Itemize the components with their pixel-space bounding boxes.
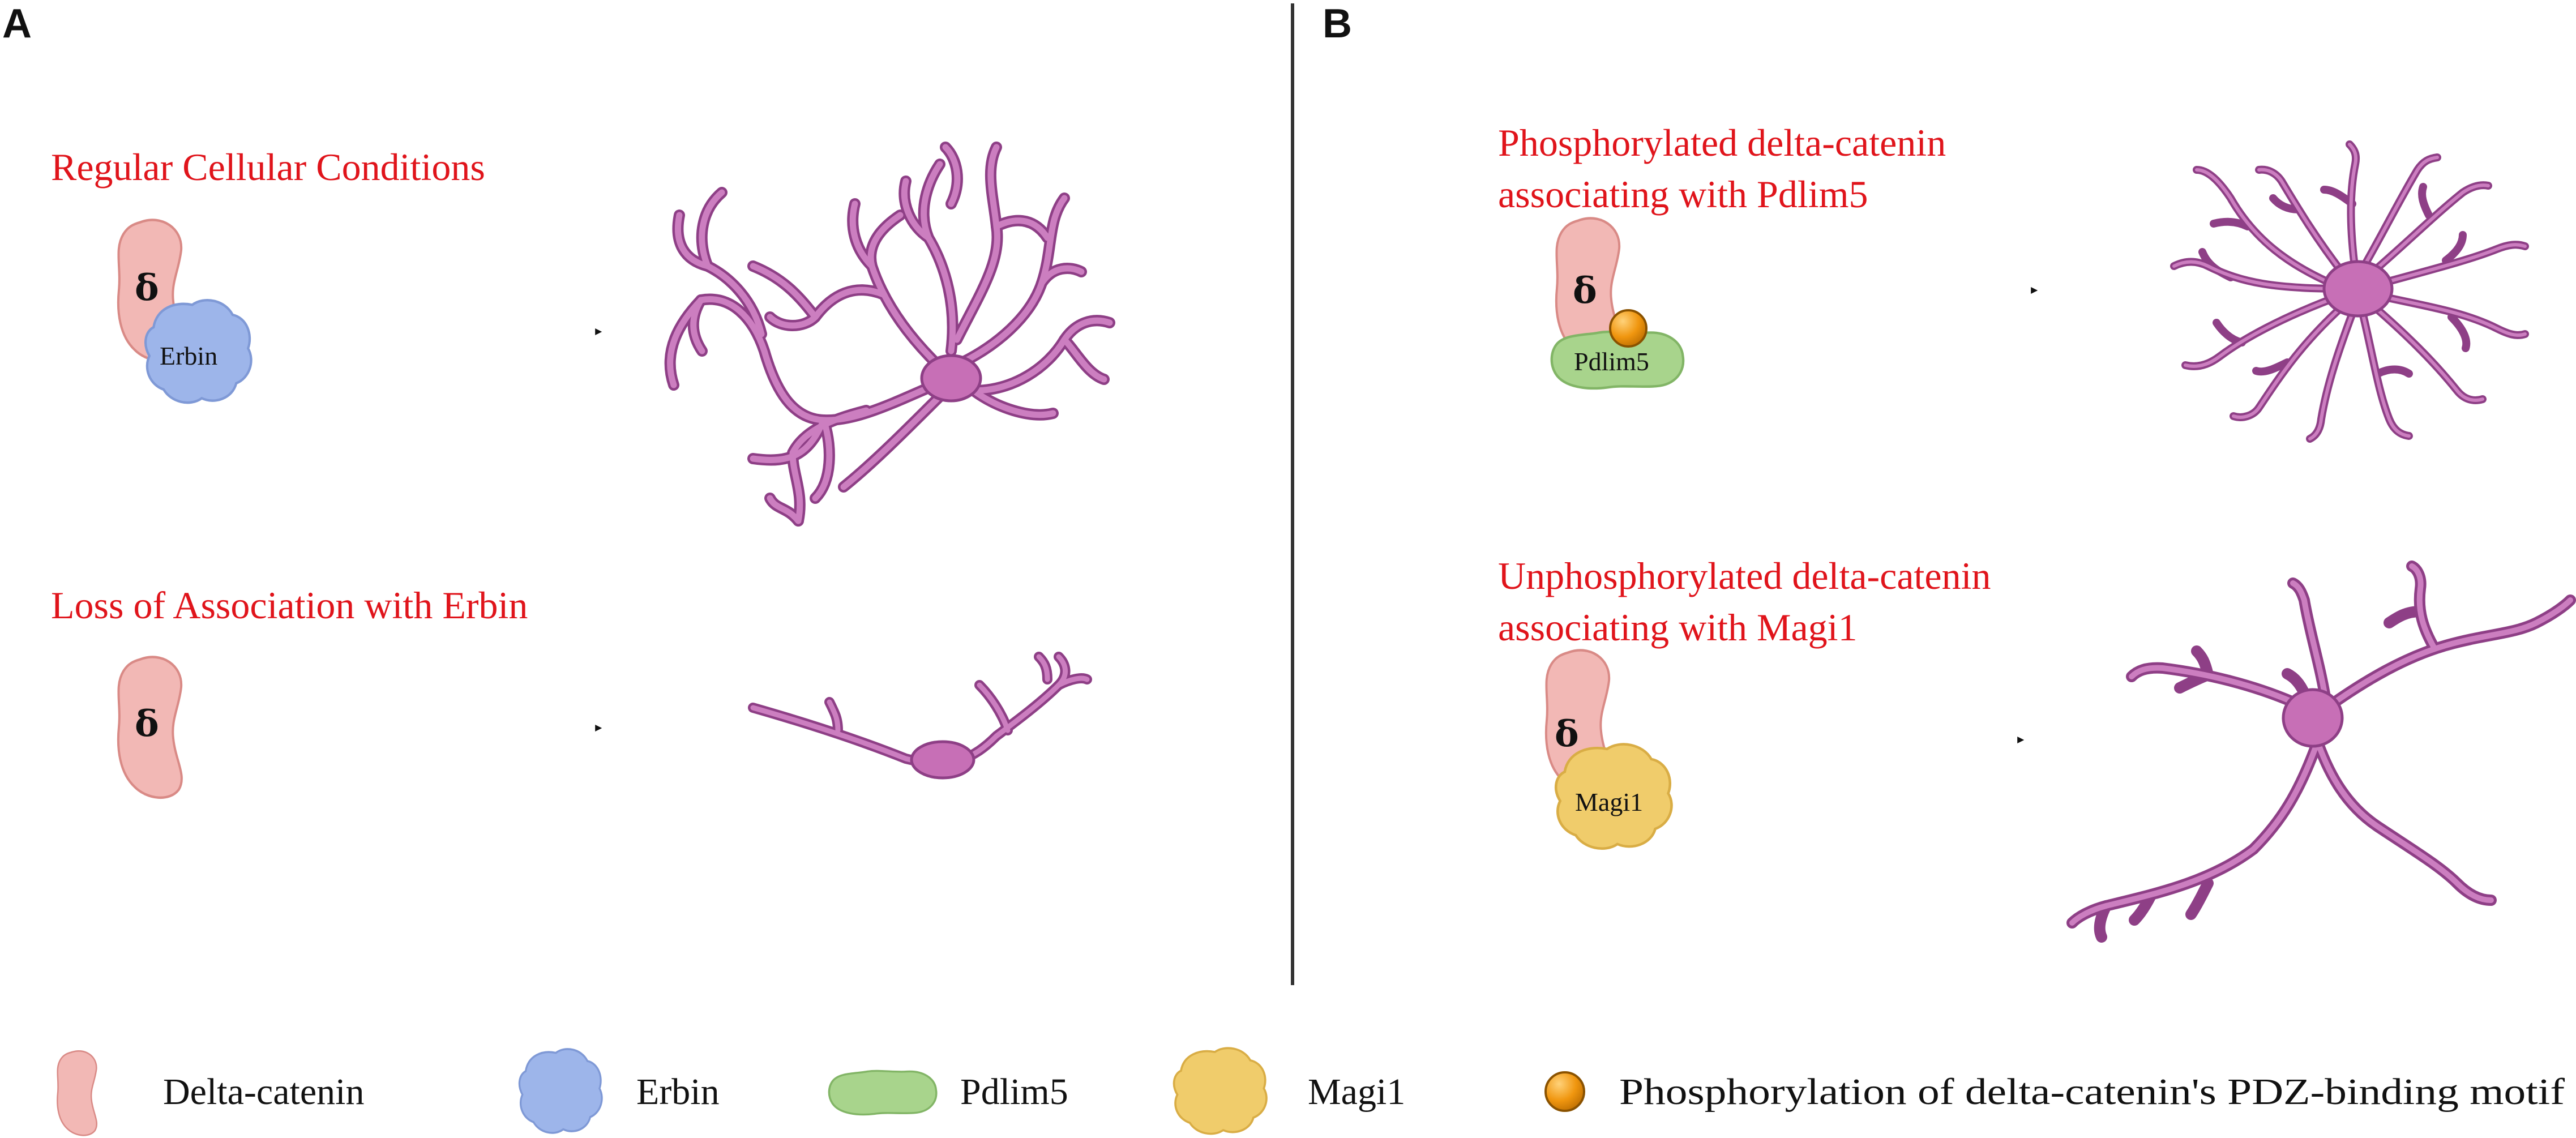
pdlim5-icon bbox=[828, 1069, 938, 1116]
panel-b-row-unphosphorylated: Unphosphorylated delta-catenin associati… bbox=[1498, 554, 2576, 943]
phosphorylation-icon bbox=[1609, 309, 1648, 348]
delta-symbol: δ bbox=[135, 703, 159, 745]
panel-a: A Regular Cellular Conditions δ Erbin bbox=[2, 1, 1115, 798]
delta-symbol: δ bbox=[135, 267, 159, 309]
delta-catenin-erbin-complex: δ Erbin bbox=[118, 220, 251, 403]
heading-unphosphorylated-line2: associating with Magi1 bbox=[1498, 606, 1858, 649]
magi1-label: Magi1 bbox=[1575, 788, 1643, 816]
panel-a-letter: A bbox=[2, 1, 32, 46]
legend: Delta-catenin Erbin Pdlim5 Magi1 Phospho… bbox=[57, 1047, 2565, 1136]
neuron-highly-branched bbox=[664, 142, 1115, 527]
heading-phosphorylated-line2: associating with Pdlim5 bbox=[1498, 173, 1868, 216]
heading-phosphorylated-line1: Phosphorylated delta-catenin bbox=[1498, 121, 1946, 164]
legend-label-magi1: Magi1 bbox=[1308, 1071, 1405, 1113]
panel-a-row-regular: Regular Cellular Conditions δ Erbin bbox=[51, 142, 1115, 527]
neuron-simplified bbox=[748, 652, 1092, 780]
neuron-soma bbox=[2282, 688, 2344, 748]
delta-catenin-pdlim5-complex: δ Pdlim5 bbox=[1552, 218, 1683, 388]
panel-b-letter: B bbox=[1323, 1, 1352, 46]
erbin-icon bbox=[518, 1048, 603, 1134]
neuron-soma bbox=[2322, 260, 2394, 318]
legend-label-delta-catenin: Delta-catenin bbox=[163, 1071, 364, 1113]
legend-item-magi1: Magi1 bbox=[1173, 1047, 1405, 1135]
heading-unphosphorylated-line1: Unphosphorylated delta-catenin bbox=[1498, 554, 1991, 597]
erbin-label: Erbin bbox=[160, 341, 217, 370]
panel-b-row-phosphorylated: Phosphorylated delta-catenin associating… bbox=[1498, 121, 2529, 443]
magi1-icon bbox=[1173, 1047, 1268, 1135]
legend-label-phosphorylation: Phosphorylation of delta-catenin's PDZ-b… bbox=[1619, 1071, 2565, 1113]
heading-loss-of-association: Loss of Association with Erbin bbox=[51, 584, 528, 627]
neuron-stellate bbox=[2170, 140, 2529, 443]
legend-label-pdlim5: Pdlim5 bbox=[960, 1071, 1068, 1113]
legend-item-phosphorylation: Phosphorylation of delta-catenin's PDZ-b… bbox=[1544, 1071, 2565, 1113]
panel-b: B Phosphorylated delta-catenin associati… bbox=[1323, 1, 2576, 943]
legend-item-pdlim5: Pdlim5 bbox=[828, 1069, 1068, 1116]
heading-regular-conditions: Regular Cellular Conditions bbox=[51, 146, 485, 189]
neuron-elongated bbox=[2066, 561, 2576, 943]
neuron-soma bbox=[910, 740, 975, 780]
delta-catenin-icon bbox=[57, 1050, 98, 1136]
phosphorylation-icon bbox=[1544, 1071, 1585, 1112]
legend-item-delta-catenin: Delta-catenin bbox=[57, 1050, 364, 1136]
delta-catenin-alone: δ bbox=[118, 657, 182, 797]
pdlim5-label: Pdlim5 bbox=[1574, 347, 1649, 376]
delta-catenin-magi1-complex: δ Magi1 bbox=[1546, 650, 1672, 848]
legend-label-erbin: Erbin bbox=[636, 1071, 720, 1113]
delta-symbol: δ bbox=[1555, 713, 1579, 755]
panel-a-row-loss: Loss of Association with Erbin δ bbox=[51, 584, 1092, 798]
legend-item-erbin: Erbin bbox=[518, 1048, 720, 1134]
delta-symbol: δ bbox=[1573, 269, 1597, 312]
neuron-soma bbox=[920, 354, 982, 403]
